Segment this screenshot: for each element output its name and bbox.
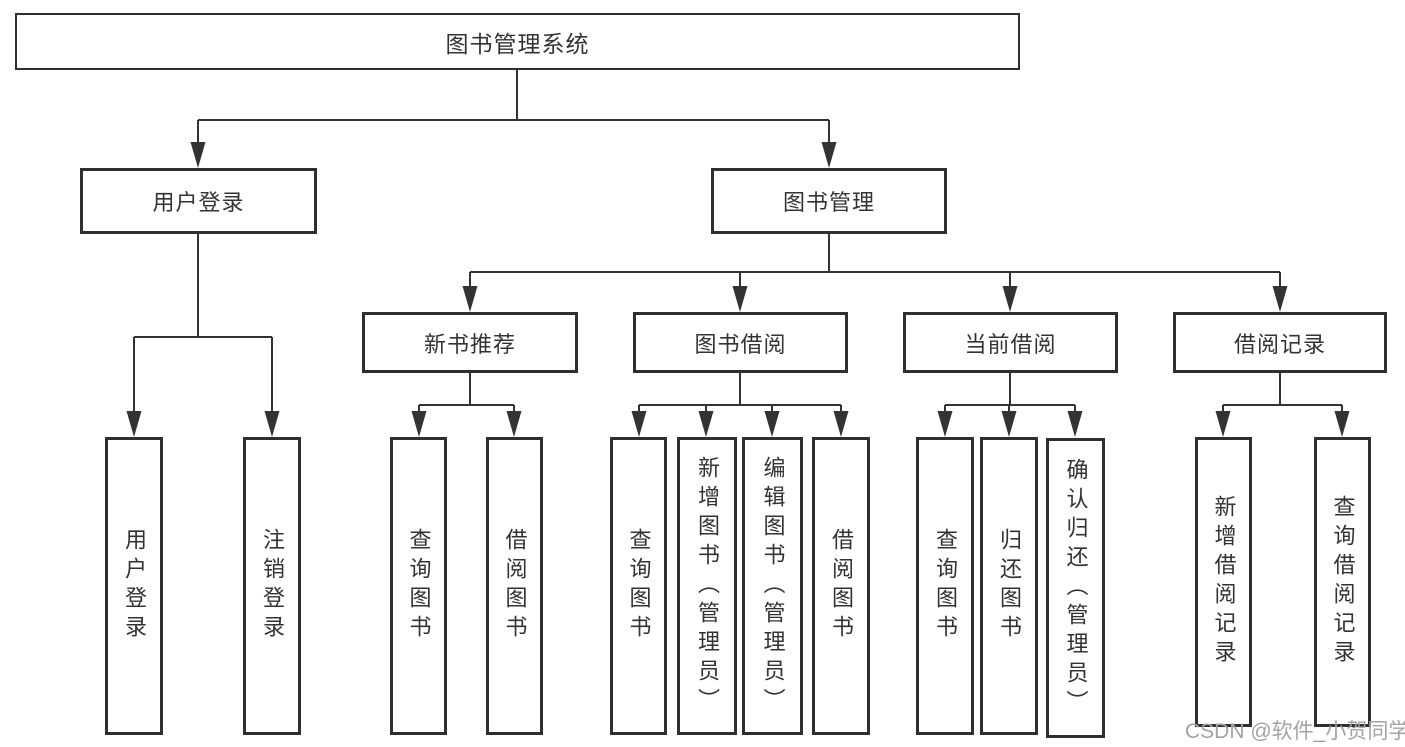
node-book-management-label: 图书管理 (782, 190, 875, 215)
connector-book-management-children (462, 234, 1288, 312)
leaf-borrow-books-2: 借阅图书 (812, 437, 870, 735)
leaf-logout-label: 注销登录 (260, 528, 285, 644)
leaf-add-borrow-record: 新增借阅记录 (1195, 437, 1252, 727)
leaf-confirm-return-admin: 确认归还（管理员） (1046, 438, 1105, 738)
leaf-return-books: 归还图书 (980, 437, 1038, 735)
leaf-user-login-label: 用户登录 (122, 528, 147, 644)
connector-book-borrow-children (631, 373, 849, 437)
node-book-borrow: 图书借阅 (633, 312, 848, 373)
connector-new-book-recommend-children (411, 373, 522, 437)
leaf-return-books-label: 归还图书 (997, 528, 1022, 644)
leaf-add-borrow-record-label: 新增借阅记录 (1211, 495, 1237, 669)
leaf-add-books-admin: 新增图书（管理员） (677, 437, 737, 735)
node-new-book-recommend: 新书推荐 (362, 312, 578, 373)
leaf-query-books-1-label: 查询图书 (406, 528, 432, 644)
node-current-borrow: 当前借阅 (903, 312, 1118, 373)
leaf-query-books-3-label: 查询图书 (933, 528, 958, 644)
leaf-query-borrow-record: 查询借阅记录 (1314, 437, 1371, 727)
connector-user-login-children (126, 234, 280, 437)
leaf-add-books-admin-label: 新增图书（管理员） (695, 455, 720, 717)
connector-current-borrow-children (937, 373, 1083, 437)
node-book-management: 图书管理 (711, 168, 947, 234)
connector-borrow-records-children (1215, 373, 1350, 437)
leaf-borrow-books-1-label: 借阅图书 (502, 528, 528, 644)
node-user-login-label: 用户登录 (152, 190, 245, 215)
leaf-query-books-1: 查询图书 (390, 437, 447, 735)
leaf-query-books-2-label: 查询图书 (626, 528, 652, 644)
node-user-login: 用户登录 (80, 168, 317, 234)
node-borrow-records: 借阅记录 (1173, 312, 1387, 373)
leaf-query-borrow-record-label: 查询借阅记录 (1330, 495, 1356, 669)
leaf-borrow-books-1: 借阅图书 (486, 437, 543, 735)
node-root: 图书管理系统 (15, 13, 1020, 70)
node-new-book-recommend-label: 新书推荐 (423, 331, 516, 357)
leaf-query-books-2: 查询图书 (610, 437, 667, 735)
leaf-query-books-3: 查询图书 (916, 437, 974, 735)
node-current-borrow-label: 当前借阅 (964, 331, 1057, 357)
node-root-label: 图书管理系统 (445, 30, 590, 57)
leaf-edit-books-admin-label: 编辑图书（管理员） (760, 455, 786, 717)
leaf-user-login: 用户登录 (105, 437, 163, 735)
leaf-logout: 注销登录 (243, 437, 301, 735)
csdn-watermark: CSDN @软件_小贺同学 (1185, 720, 1405, 743)
leaf-confirm-return-admin-label: 确认归还（管理员） (1063, 457, 1089, 719)
connector-root-to-level2 (190, 70, 837, 168)
leaf-borrow-books-2-label: 借阅图书 (829, 528, 854, 644)
node-book-borrow-label: 图书借阅 (694, 331, 787, 357)
leaf-edit-books-admin: 编辑图书（管理员） (742, 437, 803, 735)
node-borrow-records-label: 借阅记录 (1233, 331, 1326, 357)
